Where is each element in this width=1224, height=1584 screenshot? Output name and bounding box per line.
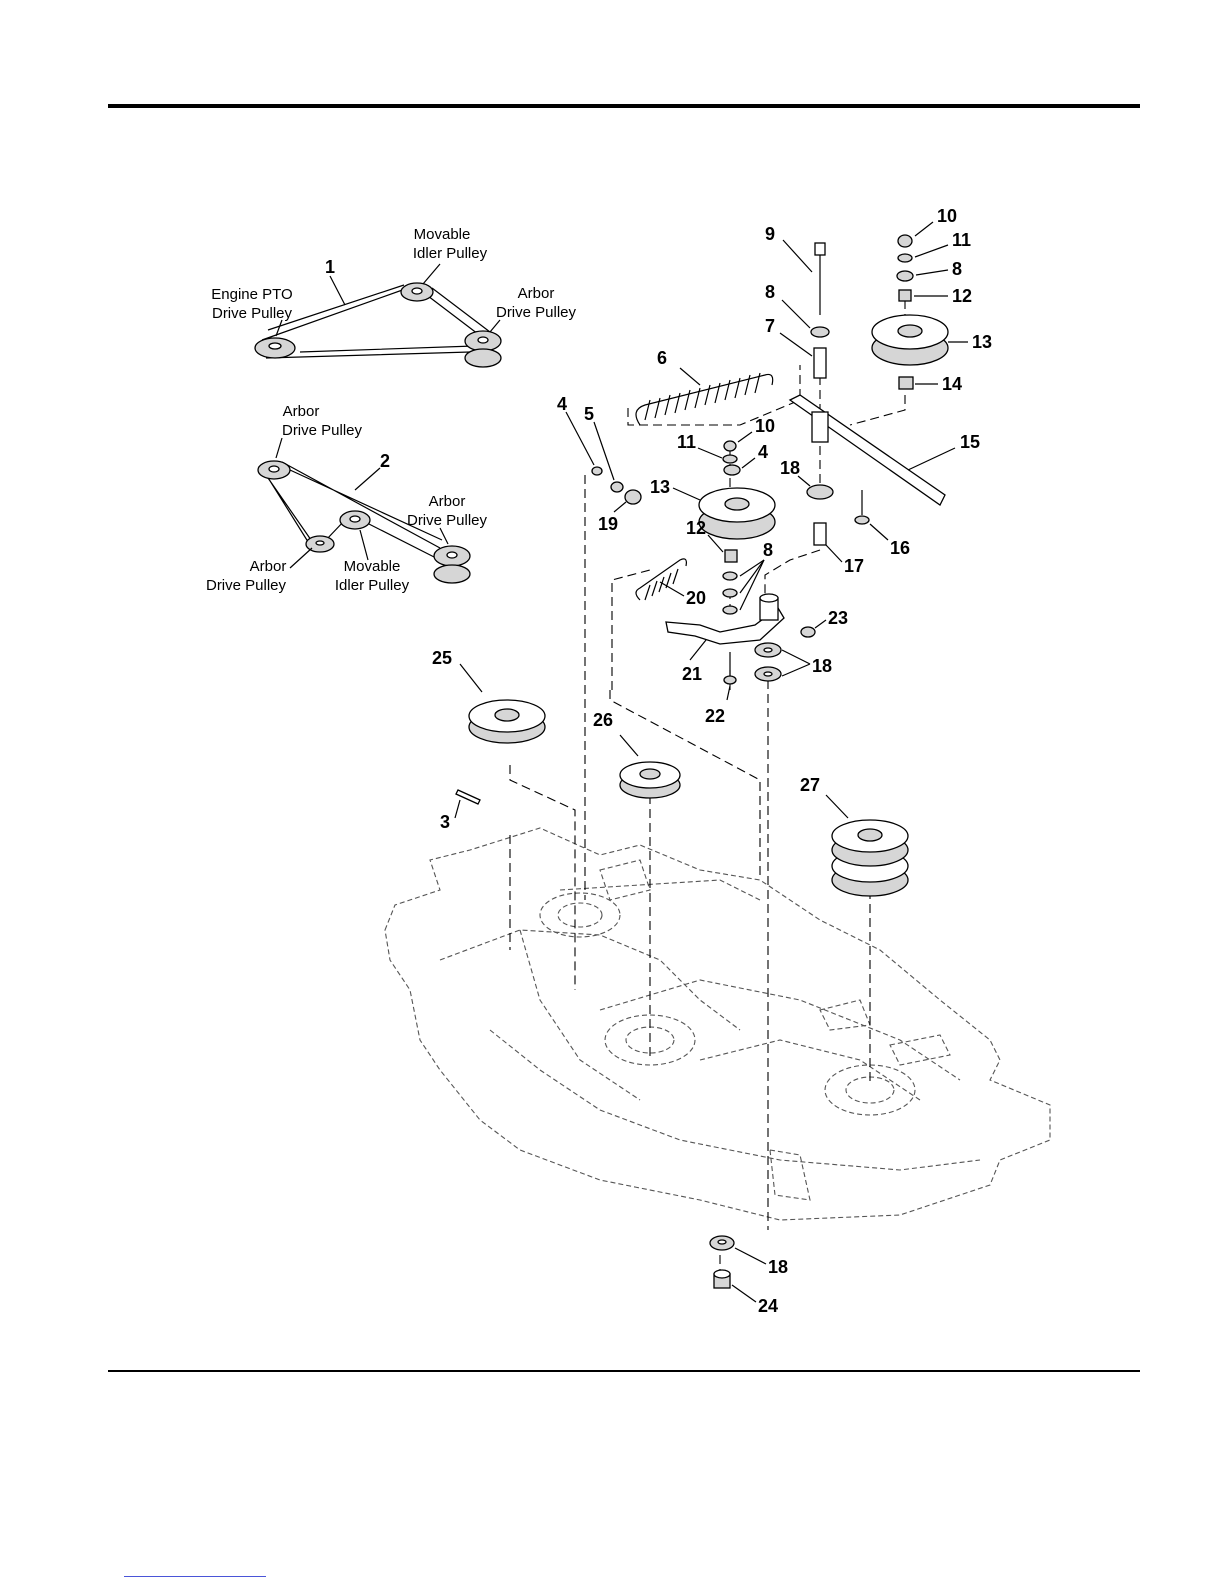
callout-16: 16 [890, 538, 910, 558]
label-arbor-2a: Arbor [283, 403, 320, 420]
part-18-washer-bottom [710, 1236, 766, 1264]
part-20-spring [636, 559, 686, 600]
part-19-bushing [614, 490, 641, 512]
callout-22: 22 [705, 706, 725, 726]
callout-15: 15 [960, 432, 980, 452]
part-5-nut [594, 422, 623, 492]
callout-8c: 8 [763, 540, 773, 560]
callout-11b: 11 [677, 432, 696, 452]
callout-6: 6 [657, 348, 667, 368]
part-25-pulley [460, 664, 545, 743]
callout-10a: 10 [937, 206, 957, 226]
part-26-pulley [620, 735, 680, 798]
label-engine-pto-a: Engine PTO [211, 286, 292, 303]
callout-2: 2 [380, 451, 390, 471]
part-14-bushing [899, 377, 938, 389]
part-22-bolt [724, 652, 736, 700]
callout-20: 20 [686, 588, 706, 608]
part-18-washer-a [798, 476, 833, 499]
label-movable-idler-2a: Movable [344, 558, 401, 575]
part-23-grease-fitting [801, 620, 826, 637]
label-arbor-2c: Arbor [429, 493, 466, 510]
label-arbor-1b: Drive Pulley [496, 304, 577, 321]
part-3-bolt [455, 790, 480, 818]
part-8-washer-right [897, 270, 948, 281]
callout-3: 3 [440, 812, 450, 832]
callout-19: 19 [598, 514, 618, 534]
part-12-bushing-right [899, 290, 948, 301]
callout-5: 5 [584, 404, 594, 424]
label-movable-idler-2b: Idler Pulley [335, 577, 410, 594]
callout-7: 7 [765, 316, 775, 336]
part-8-washers-center [723, 560, 764, 614]
callout-4a: 4 [557, 394, 567, 414]
callout-9: 9 [765, 224, 775, 244]
label-arbor-2b: Drive Pulley [282, 422, 363, 439]
callout-4b: 4 [758, 442, 768, 462]
callout-8b: 8 [952, 259, 962, 279]
callout-10b: 10 [755, 416, 775, 436]
callout-17: 17 [844, 556, 864, 576]
callout-18a: 18 [780, 458, 800, 478]
part-13-pulley-right [872, 315, 968, 365]
callout-1: 1 [325, 257, 335, 277]
callout-24: 24 [758, 1296, 778, 1316]
callout-12b: 12 [686, 518, 706, 538]
part-27-double-pulley [826, 795, 908, 896]
callout-13a: 13 [972, 332, 992, 352]
callout-25: 25 [432, 648, 452, 668]
label-arbor-2d: Drive Pulley [407, 512, 488, 529]
callout-11a: 11 [952, 230, 971, 250]
part-24-nut [714, 1270, 756, 1302]
callout-13b: 13 [650, 477, 670, 497]
deck-spindle-left [540, 893, 620, 937]
label-arbor-2f: Drive Pulley [206, 577, 287, 594]
part-7-spacer [780, 333, 826, 378]
callout-26: 26 [593, 710, 613, 730]
label-arbor-1a: Arbor [518, 285, 555, 302]
part-9-bolt [783, 240, 825, 315]
part-17-spacer [814, 523, 842, 562]
assembly-guide-lines [510, 300, 905, 1270]
mower-deck [385, 828, 1050, 1220]
part-10-nut-center [724, 432, 752, 451]
part-10-nut-right [898, 222, 933, 247]
callout-14: 14 [942, 374, 962, 394]
label-engine-pto-b: Drive Pulley [212, 305, 293, 322]
part-18-washers-pair [755, 643, 810, 681]
callout-8a: 8 [765, 282, 775, 302]
label-movable-idler-1a: Movable [414, 226, 471, 243]
label-arbor-2e: Arbor [250, 558, 287, 575]
part-16-bolt [855, 490, 888, 540]
part-8-washer-a [782, 300, 829, 337]
callout-18c: 18 [768, 1257, 788, 1277]
label-movable-idler-1b: Idler Pulley [413, 245, 488, 262]
callout-18b: 18 [812, 656, 832, 676]
callout-27: 27 [800, 775, 820, 795]
part-6-spring [636, 368, 773, 425]
callout-23: 23 [828, 608, 848, 628]
callout-21: 21 [682, 664, 702, 684]
callout-12a: 12 [952, 286, 972, 306]
